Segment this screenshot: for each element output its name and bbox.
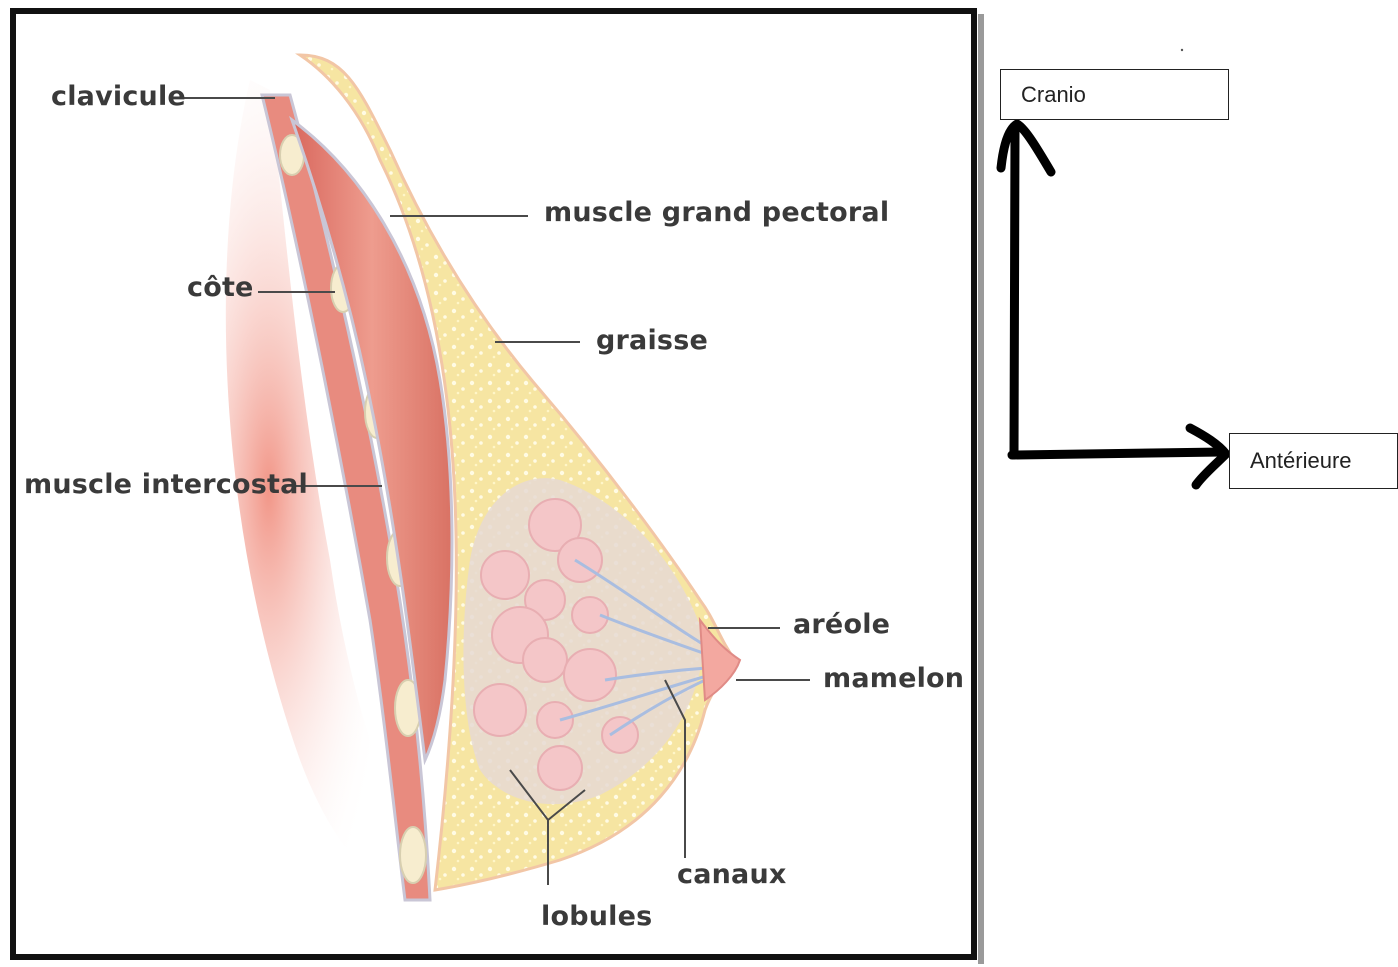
anterior-arrow-shaft [1012, 452, 1222, 455]
cranial-label: Cranio [1021, 84, 1086, 106]
orientation-axes [1001, 124, 1226, 485]
cranial-arrowhead [1001, 124, 1051, 172]
cranial-direction-box: Cranio [1000, 69, 1229, 120]
cranial-arrow-shaft [1014, 130, 1015, 455]
stray-dot [1181, 49, 1183, 51]
anterior-direction-box: Antérieure [1229, 433, 1398, 489]
anterior-label: Antérieure [1250, 450, 1352, 472]
